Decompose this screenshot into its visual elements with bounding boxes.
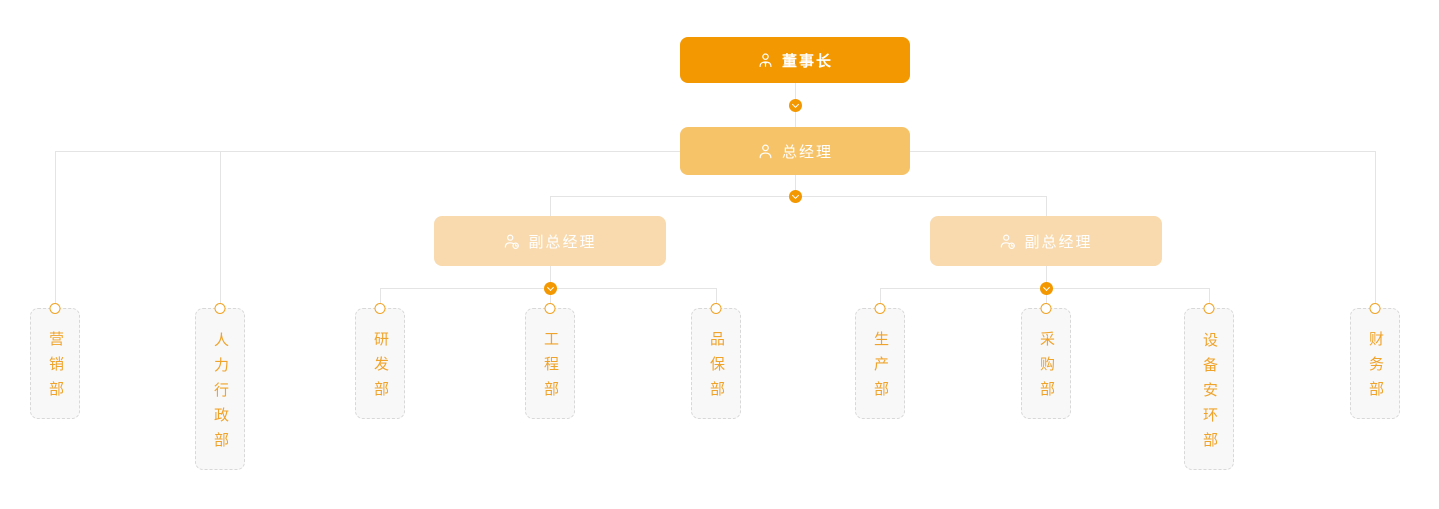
dept-label: 工程部	[542, 331, 559, 406]
collapse-toggle[interactable]	[543, 281, 557, 295]
dept-pinbao[interactable]: 品保部	[691, 303, 741, 419]
chevron-down-icon	[546, 283, 554, 291]
node-label: 副总经理	[1024, 233, 1093, 251]
connector-dot	[374, 303, 386, 314]
dept-shengchan[interactable]: 生产部	[855, 303, 905, 419]
connector-dot	[49, 303, 61, 314]
connector-dot	[1040, 303, 1052, 314]
user-badge-icon	[1001, 234, 1016, 249]
node-deputy-manager-2[interactable]: 副总经理	[930, 216, 1162, 266]
node-label: 副总经理	[528, 233, 597, 251]
user-tie-icon	[759, 52, 772, 67]
dept-label: 营销部	[47, 331, 64, 406]
node-deputy-manager-1[interactable]: 副总经理	[434, 216, 666, 266]
connector-line	[550, 196, 551, 216]
connector-dot	[874, 303, 886, 314]
connector-line	[880, 288, 881, 303]
user-icon	[759, 144, 772, 158]
connector-dot	[544, 303, 556, 314]
dept-label: 采购部	[1038, 331, 1055, 406]
connector-line	[550, 266, 551, 288]
connector-line	[716, 288, 717, 303]
dept-yanfa[interactable]: 研发部	[355, 303, 405, 419]
node-label: 总经理	[781, 143, 833, 161]
node-general-manager[interactable]: 总经理	[680, 127, 910, 175]
dept-gongcheng[interactable]: 工程部	[525, 303, 575, 419]
dept-caigou[interactable]: 采购部	[1021, 303, 1071, 419]
connector-line	[795, 175, 796, 196]
collapse-toggle[interactable]	[1039, 281, 1053, 295]
connector-line	[550, 288, 551, 303]
connector-line	[1046, 196, 1047, 216]
dept-label: 人力行政部	[212, 331, 229, 457]
dept-renli-xingzheng[interactable]: 人力行政部	[195, 303, 245, 470]
node-label: 董事长	[781, 52, 833, 70]
dept-label: 财务部	[1367, 331, 1384, 406]
chevron-down-icon	[791, 191, 799, 199]
connector-dot	[1203, 303, 1215, 314]
dept-caiwu[interactable]: 财务部	[1350, 303, 1400, 419]
dept-label: 生产部	[872, 331, 889, 406]
connector-line	[220, 151, 221, 303]
connector-dot	[710, 303, 722, 314]
dept-yingxiao[interactable]: 营销部	[30, 303, 80, 419]
collapse-toggle[interactable]	[788, 189, 802, 203]
connector-dot	[1369, 303, 1381, 314]
collapse-toggle[interactable]	[788, 98, 802, 112]
connector-line	[55, 151, 56, 303]
connector-dot	[214, 303, 226, 314]
connector-line	[380, 288, 381, 303]
node-chairman[interactable]: 董事长	[680, 37, 910, 83]
dept-label: 设备安环部	[1201, 331, 1218, 457]
connector-line	[1375, 151, 1376, 303]
dept-label: 品保部	[708, 331, 725, 406]
chevron-down-icon	[1042, 283, 1050, 291]
chevron-down-icon	[791, 100, 799, 108]
dept-shebei-anhuan[interactable]: 设备安环部	[1184, 303, 1234, 470]
connector-line	[1209, 288, 1210, 303]
connector-line	[1046, 288, 1047, 303]
connector-line	[1046, 266, 1047, 288]
dept-label: 研发部	[372, 331, 389, 406]
user-badge-icon	[505, 234, 520, 249]
